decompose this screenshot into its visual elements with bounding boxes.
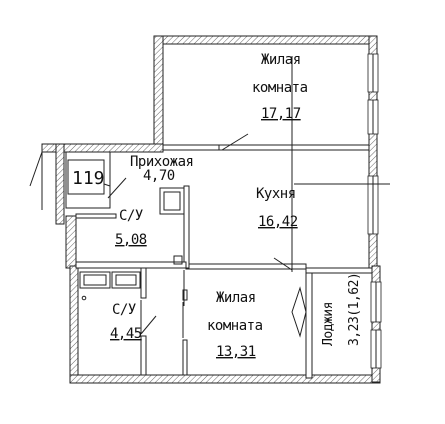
bath2-area: 4,45 (110, 326, 142, 342)
doors (29, 133, 307, 338)
hall-area: 4,70 (143, 168, 175, 184)
bath1-area: 5,08 (115, 232, 147, 248)
windows (367, 53, 382, 369)
bath1-name: С/У (119, 208, 143, 224)
kitchen-area: 16,42 (258, 214, 298, 230)
bath2-name: С/У (112, 302, 136, 318)
living2-area: 13,31 (216, 344, 256, 360)
living2-name-line1: Жилая (216, 290, 256, 306)
loggia-area: 3,23(1,62) (347, 273, 362, 346)
interior-walls (75, 144, 373, 379)
living1-name-line2: комната (252, 80, 308, 96)
hall-name: Прихожая (130, 154, 193, 170)
loggia-name: Лоджия (321, 302, 336, 346)
living1-area: 17,17 (261, 106, 301, 122)
apartment-number-text: 119 (72, 168, 105, 189)
apartment-number: 119 (67, 159, 105, 195)
room-labels: Жилая комната 17,17 Прихожая 4,70 Кухня … (110, 52, 362, 360)
exterior-walls (41, 35, 381, 384)
fixtures (65, 56, 390, 301)
living2-name-line2: комната (207, 318, 263, 334)
kitchen-name: Кухня (256, 186, 296, 202)
living1-name-line1: Жилая (261, 52, 301, 68)
